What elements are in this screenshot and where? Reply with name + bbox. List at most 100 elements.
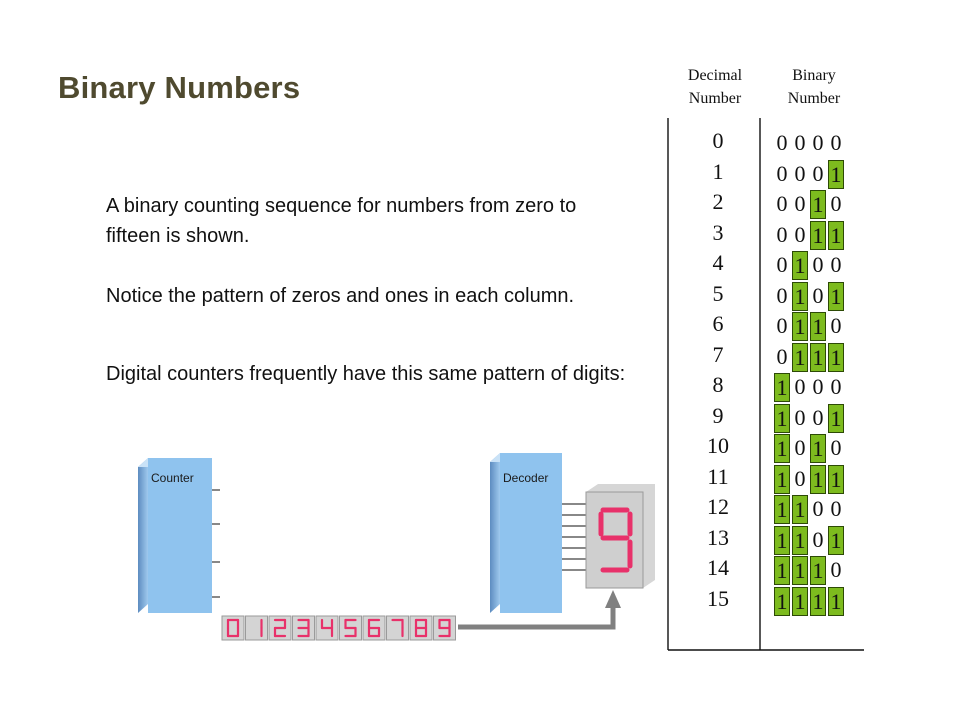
decimal-cell: 8 — [712, 372, 724, 397]
feedback-arrow-head — [605, 590, 621, 608]
binary-bit-cell: 0 — [830, 313, 842, 338]
binary-bit-cell: 0 — [776, 160, 788, 186]
binary-bit-cell: 0 — [812, 130, 824, 155]
binary-bit-cell: 0 — [812, 404, 824, 430]
seven-segment-display — [585, 484, 655, 589]
binary-bit-cell: 1 — [774, 495, 790, 524]
binary-bit-cell: 1 — [810, 556, 826, 585]
binary-bit-cell: 0 — [830, 435, 842, 460]
decimal-cell: 0 — [712, 128, 724, 153]
binary-bit-cell: 0 — [830, 130, 842, 155]
binary-bit-cell: 0 — [830, 191, 842, 216]
decimal-header: Decimal Number — [670, 64, 760, 110]
binary-bit-cell: 1 — [810, 342, 826, 372]
binary-header-line2: Number — [787, 90, 841, 107]
decimal-cell: 5 — [712, 280, 724, 306]
decimal-cell: 12 — [707, 494, 729, 519]
decimal-cell: 6 — [712, 311, 724, 336]
binary-bit-cell: 1 — [774, 464, 790, 494]
binary-bit-cell: 1 — [828, 342, 844, 372]
decimal-cell: 3 — [712, 219, 724, 245]
binary-bit-cell: 1 — [774, 525, 790, 555]
binary-bit-cell: 0 — [812, 160, 824, 186]
binary-bit-cell: 1 — [810, 464, 826, 494]
binary-bit-cell: 1 — [792, 251, 808, 280]
decimal-header-line2: Number — [688, 90, 742, 107]
binary-bit-cell: 1 — [774, 586, 790, 616]
paragraph-pattern: Notice the pattern of zeros and ones in … — [106, 285, 575, 307]
digit-nine-segments — [598, 507, 633, 573]
binary-bit-cell: 0 — [776, 221, 788, 247]
binary-bit-cell: 0 — [776, 313, 788, 338]
binary-bit-cell: 0 — [794, 160, 806, 186]
binary-bit-cell: 0 — [776, 252, 788, 277]
binary-bit-cell: 0 — [794, 221, 806, 247]
decoder-block-face — [500, 453, 562, 613]
paragraph-counters: Digital counters frequently have this sa… — [106, 363, 626, 385]
decoder-label: Decoder — [503, 471, 548, 485]
binary-bit-cell: 0 — [794, 191, 806, 216]
binary-bit-cell: 0 — [812, 374, 824, 399]
binary-bit-cell: 1 — [774, 434, 790, 463]
binary-bit-cell: 0 — [776, 130, 788, 155]
binary-bit-cell: 1 — [828, 403, 844, 433]
binary-bit-cell: 0 — [794, 404, 806, 430]
decimal-cell: 1 — [712, 158, 724, 184]
binary-bit-cell: 0 — [830, 496, 842, 521]
binary-bit-cell: 0 — [794, 374, 806, 399]
binary-bit-cell: 1 — [810, 434, 826, 463]
binary-bit-cell: 0 — [812, 526, 824, 552]
binary-bit-cell: 1 — [792, 586, 808, 616]
decoder-block-side — [490, 453, 500, 613]
binary-bit-cell: 1 — [828, 159, 844, 189]
binary-bit-cell: 1 — [810, 190, 826, 219]
binary-bit-cell: 1 — [810, 586, 826, 616]
binary-bit-cell: 0 — [830, 252, 842, 277]
binary-bit-cell: 1 — [792, 281, 808, 311]
binary-bit-cell: 0 — [794, 130, 806, 155]
decimal-cell: 11 — [707, 463, 729, 489]
paragraph-intro: A binary counting sequence for numbers f… — [106, 195, 577, 247]
binary-bit-cell: 1 — [828, 586, 844, 616]
binary-header-line1: Binary — [792, 67, 836, 84]
decimal-header-line1: Decimal — [687, 67, 743, 84]
binary-bit-cell: 1 — [828, 281, 844, 311]
decimal-cell: 15 — [707, 585, 729, 611]
binary-bit-cell: 0 — [812, 252, 824, 277]
binary-header: Binary Number — [766, 64, 862, 110]
binary-bit-cell: 1 — [828, 525, 844, 555]
digit-tile — [245, 615, 268, 641]
feedback-arrow-line — [458, 606, 616, 630]
binary-bit-cell: 0 — [776, 191, 788, 216]
binary-bit-cell: 0 — [830, 557, 842, 582]
counter-label: Counter — [151, 471, 194, 485]
binary-bit-cell: 0 — [776, 282, 788, 308]
binary-bit-cell: 1 — [774, 556, 790, 585]
binary-bit-cell: 1 — [792, 312, 808, 341]
counter-block: Counter — [138, 458, 220, 613]
decimal-cell: 13 — [707, 524, 729, 550]
counter-block-face — [148, 458, 212, 613]
binary-bit-cell: 1 — [792, 342, 808, 372]
binary-bit-cell: 0 — [812, 496, 824, 521]
binary-bit-cell: 1 — [810, 220, 826, 250]
binary-bit-cell: 1 — [828, 464, 844, 494]
binary-bit-cell: 0 — [794, 465, 806, 491]
binary-bit-cell: 1 — [774, 403, 790, 433]
binary-bit-cell: 1 — [792, 525, 808, 555]
binary-bit-cell: 0 — [794, 435, 806, 460]
binary-bit-cell: 0 — [776, 343, 788, 369]
binary-bit-cell: 1 — [828, 220, 844, 250]
decimal-cell: 14 — [707, 555, 729, 580]
decimal-cell: 10 — [707, 433, 729, 458]
decimal-cell: 9 — [712, 402, 724, 428]
binary-bit-cell: 0 — [830, 374, 842, 399]
binary-bit-cell: 1 — [792, 556, 808, 585]
binary-bit-cell: 1 — [810, 312, 826, 341]
decoder-block: Decoder — [490, 453, 592, 613]
binary-bit-cell: 1 — [774, 373, 790, 402]
decimal-cell: 4 — [712, 250, 724, 275]
decimal-cell: 2 — [712, 189, 724, 214]
